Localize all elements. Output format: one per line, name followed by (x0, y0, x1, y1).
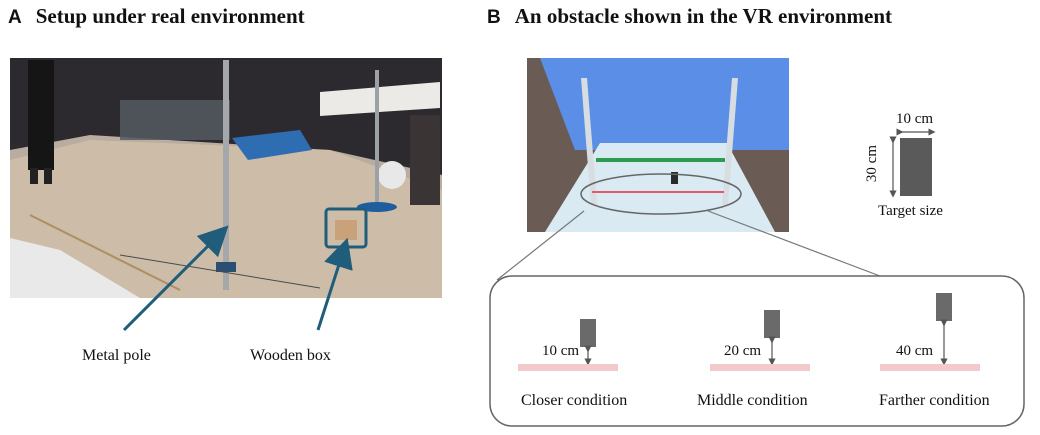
metal-pole-arrow (122, 225, 229, 332)
closer-condition-diagram (518, 319, 618, 371)
wooden-box-arrow (316, 237, 353, 331)
vr-view (527, 58, 789, 232)
target-width-label: 10 cm (896, 111, 934, 127)
target-height-label: 30 cm (864, 145, 880, 183)
panel-a-title-text: Setup under real environment (35, 4, 305, 28)
panel-a-letter: A (8, 7, 22, 28)
middle-condition-label: Middle condition (697, 392, 808, 409)
wooden-box-label: Wooden box (250, 347, 331, 364)
farther-condition-label: Farther condition (879, 392, 990, 409)
zoom-line-right (707, 210, 881, 277)
conditions-box (489, 275, 1025, 427)
target-size-caption: Target size (878, 203, 943, 219)
setup-photo (10, 58, 442, 298)
target-block (900, 138, 932, 196)
metal-pole-label: Metal pole (82, 347, 151, 364)
panel-b-letter: B (487, 7, 501, 28)
panel-b-title: B An obstacle shown in the VR environment (487, 4, 892, 29)
middle-condition-diagram (710, 310, 810, 371)
panel-b-title-text: An obstacle shown in the VR environment (514, 4, 892, 28)
middle-distance-label: 20 cm (724, 343, 762, 359)
farther-condition-diagram (880, 293, 980, 371)
target-size-diagram (889, 128, 936, 198)
closer-distance-label: 10 cm (542, 343, 580, 359)
closer-condition-label: Closer condition (521, 392, 628, 409)
farther-distance-label: 40 cm (896, 343, 934, 359)
zoom-line-left (496, 210, 585, 281)
panel-a-title: A Setup under real environment (8, 4, 305, 29)
